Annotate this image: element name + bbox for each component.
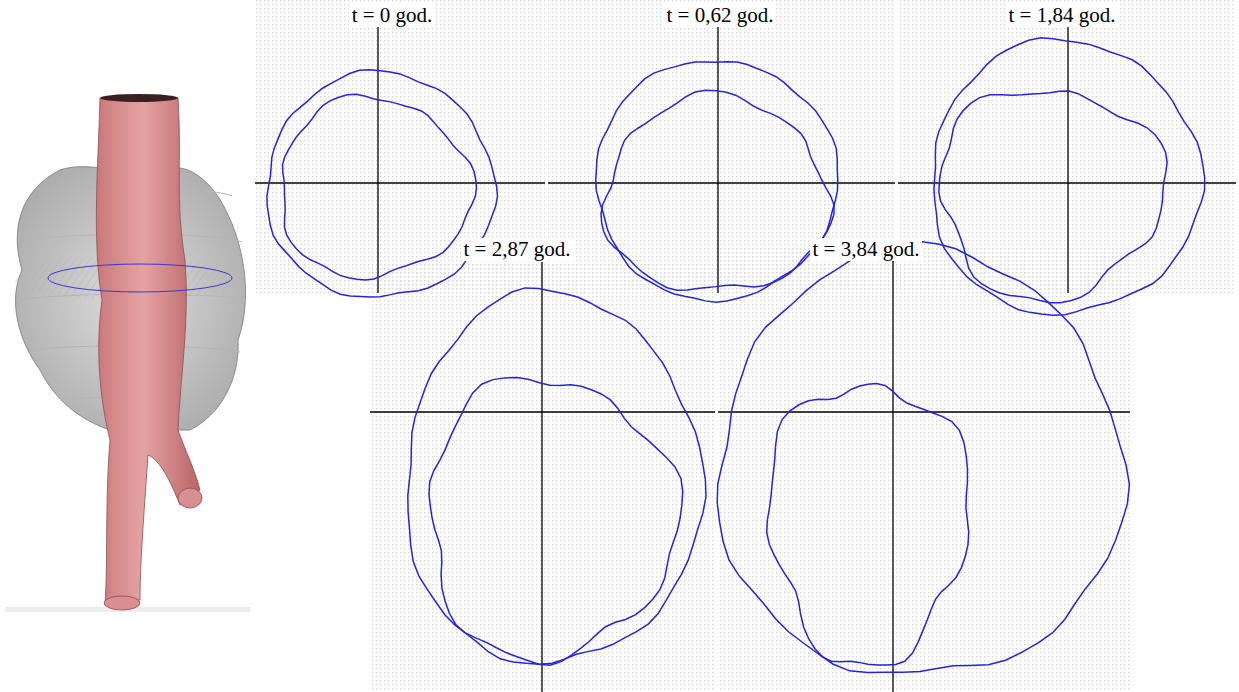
time-label: t = 0,62 god. bbox=[664, 4, 777, 27]
branch-end bbox=[104, 596, 140, 610]
time-label: t = 1,84 god. bbox=[1006, 4, 1119, 27]
axis-line bbox=[892, 248, 893, 692]
axis-line bbox=[718, 411, 1130, 412]
wall-contour bbox=[601, 90, 834, 290]
grid-background bbox=[255, 0, 1236, 692]
wall-contour bbox=[267, 70, 498, 297]
aneurysm-model bbox=[5, 94, 250, 612]
cut-outline bbox=[48, 264, 232, 292]
time-label: t = 0 god. bbox=[349, 4, 436, 27]
vessel-lumen bbox=[96, 98, 200, 605]
wall-contour bbox=[934, 38, 1205, 315]
axis-line bbox=[255, 182, 545, 183]
axis-line bbox=[548, 182, 895, 183]
axis-line bbox=[717, 10, 718, 293]
wall-contour bbox=[767, 383, 969, 664]
axis-line bbox=[541, 262, 542, 692]
wall-contour bbox=[939, 91, 1167, 303]
contours bbox=[267, 38, 1205, 673]
time-label: t = 2,87 god. bbox=[461, 238, 574, 261]
wall-contour bbox=[429, 378, 683, 666]
wall-contour bbox=[408, 288, 706, 664]
wall-contour bbox=[717, 240, 1129, 672]
wall-contour bbox=[596, 62, 838, 302]
axes bbox=[255, 10, 1236, 692]
grid-panel bbox=[370, 262, 715, 692]
time-label: t = 3,84 god. bbox=[810, 238, 923, 261]
branch-end bbox=[178, 488, 202, 508]
axis-line bbox=[377, 10, 378, 293]
axis-line bbox=[1067, 10, 1068, 293]
wall-contour bbox=[283, 94, 477, 280]
vessel-top bbox=[100, 94, 178, 102]
axis-line bbox=[898, 182, 1236, 183]
